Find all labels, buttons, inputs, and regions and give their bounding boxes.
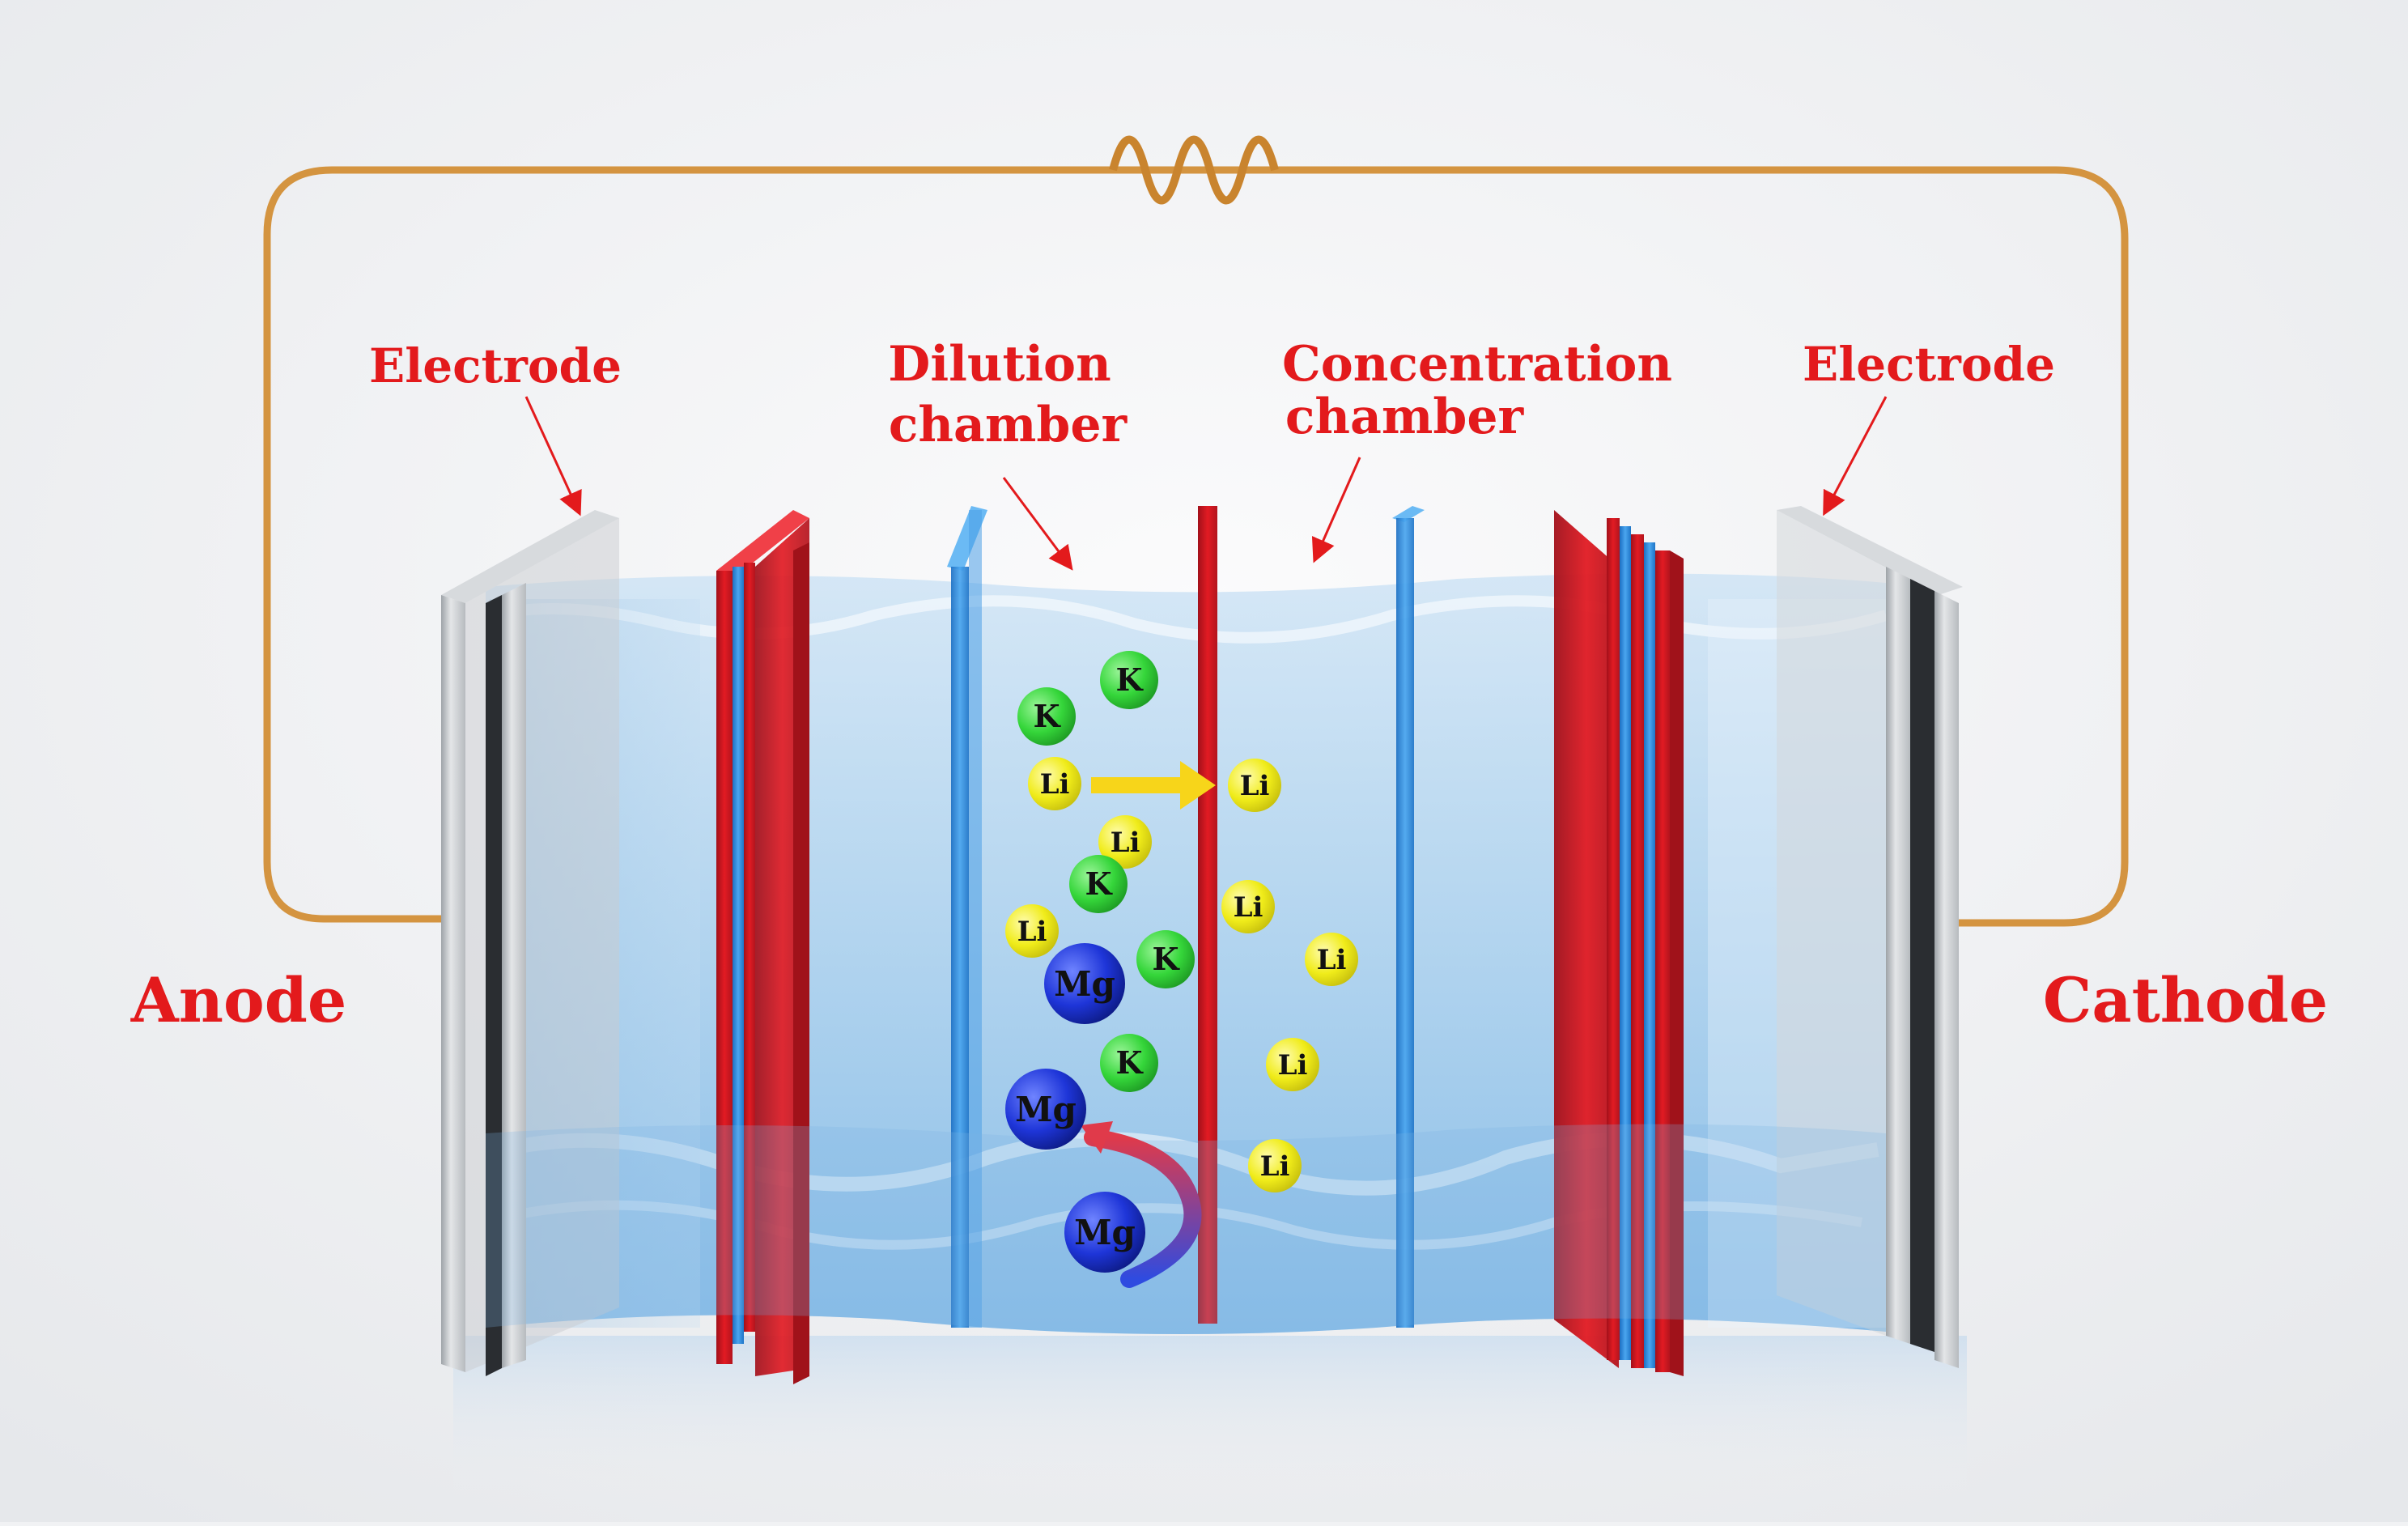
ion-k-3-label: K [1085, 865, 1113, 902]
ion-li-2-label: Li [1240, 770, 1270, 802]
ion-mg-1-label: Mg [1054, 964, 1115, 1004]
ion-k-3: K [1069, 855, 1128, 913]
ion-li-6-label: Li [1317, 944, 1347, 976]
ion-k-4-label: K [1152, 941, 1180, 977]
ion-mg-3: Mg [1064, 1192, 1145, 1273]
ion-li-8: Li [1248, 1139, 1302, 1192]
floor-reflection [453, 1336, 1967, 1498]
ion-li-6: Li [1305, 933, 1358, 986]
concentration-label-line1: Concentration [1282, 336, 1672, 393]
ion-li-8-label: Li [1260, 1150, 1290, 1183]
ion-mg-2: Mg [1005, 1069, 1086, 1150]
anode-label: Anode [130, 964, 346, 1036]
electrode-left-label: Electrode [369, 338, 622, 393]
ion-mg-2-label: Mg [1015, 1090, 1077, 1129]
ion-k-5: K [1100, 1034, 1158, 1092]
ion-k-1-label: K [1115, 661, 1144, 698]
cathode-label: Cathode [2043, 964, 2328, 1036]
ion-k-2: K [1017, 687, 1076, 746]
ion-k-2-label: K [1033, 698, 1061, 734]
ion-li-4: Li [1005, 904, 1059, 958]
dilution-label-line1: Dilution [888, 336, 1111, 393]
ion-li-1-label: Li [1040, 768, 1070, 801]
ion-li-7: Li [1266, 1038, 1319, 1091]
ion-li-7-label: Li [1278, 1049, 1308, 1082]
ion-li-2: Li [1228, 759, 1281, 812]
ion-li-5-label: Li [1234, 891, 1263, 924]
concentration-label-line2: chamber [1285, 389, 1525, 445]
ion-mg-1: Mg [1044, 943, 1125, 1024]
dilution-label-line2: chamber [889, 397, 1128, 453]
ion-li-3-label: Li [1111, 827, 1140, 859]
ion-k-1: K [1100, 651, 1158, 709]
ion-mg-3-label: Mg [1074, 1213, 1136, 1252]
ion-k-5-label: K [1115, 1044, 1144, 1081]
ion-li-1: Li [1028, 757, 1081, 810]
electrode-right-label: Electrode [1803, 337, 2055, 392]
ion-li-5: Li [1221, 880, 1275, 933]
ion-li-4-label: Li [1017, 916, 1047, 948]
ion-k-4: K [1136, 930, 1195, 988]
